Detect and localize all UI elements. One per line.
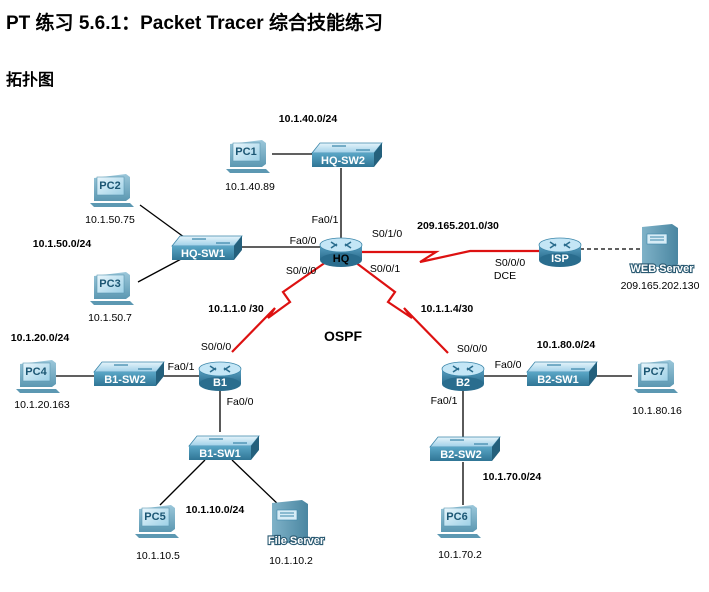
device-labels: HQ ISP B1 B2 HQ-SW2 HQ-SW1 B1-SW2 B1-SW1… [25,146,695,548]
pc6-icon[interactable] [437,505,481,538]
pc1-name: PC1 [235,146,256,158]
pc7-ip: 10.1.80.16 [632,405,682,417]
pc7-icon[interactable] [634,360,678,393]
hq-sw1-label: HQ-SW1 [181,248,225,260]
if-b1-fa00: Fa0/0 [227,396,254,408]
pc1-ip: 10.1.40.89 [225,181,275,193]
pc2-ip: 10.1.50.75 [85,214,135,226]
if-b1-fa01: Fa0/1 [168,361,195,373]
if-hq-s001: S0/0/1 [370,263,401,275]
if-hq-s000: S0/0/0 [286,265,317,277]
pc5-name: PC5 [144,511,165,523]
if-isp-dce: DCE [494,270,516,282]
if-isp-s000: S0/0/0 [495,257,526,269]
web-server-name: WEB Server [631,263,695,275]
net-lan-b2-sw1: 10.1.80.0/24 [537,339,596,351]
hq-sw2-label: HQ-SW2 [321,155,365,167]
pc5-icon[interactable] [135,505,179,538]
pc4-ip: 10.1.20.163 [14,399,70,411]
if-b2-s000: S0/0/0 [457,343,488,355]
link-b1sw1-pc5 [159,459,206,506]
switch-hq-sw1[interactable] [171,235,243,260]
ethernet-links [55,153,640,509]
file-server-icon[interactable] [272,500,308,544]
b2-sw2-label: B2-SW2 [440,449,482,461]
ospf-label: OSPF [324,328,363,344]
section-heading: 拓扑图 [6,70,55,89]
pc2-icon[interactable] [90,174,134,207]
if-hq-fa00: Fa0/0 [290,235,317,247]
pc3-icon[interactable] [90,272,134,305]
link-pc3-hqsw1 [137,257,184,283]
web-server-icon[interactable] [642,224,678,268]
link-b1sw1-fileserver [231,459,283,509]
if-hq-s010: S0/1/0 [372,228,403,240]
web-server-ip: 209.165.202.130 [621,280,700,292]
if-b2-fa00: Fa0/0 [495,359,522,371]
pc4-icon[interactable] [16,360,60,393]
switch-b1-sw2[interactable] [93,361,165,386]
serial-links [231,249,545,354]
router-isp[interactable] [538,237,582,267]
if-hq-fa01: Fa0/1 [312,214,339,226]
switch-b2-sw1[interactable] [526,361,598,386]
net-lan-b2-sw2: 10.1.70.0/24 [483,471,542,483]
serial-hq-isp [360,249,545,264]
pc3-ip: 10.1.50.7 [88,312,132,324]
switch-b2-sw2[interactable] [429,436,501,461]
serial-hq-b1 [231,261,327,353]
page-title: PT 练习 5.6.1：Packet Tracer 综合技能练习 [6,13,383,34]
pc6-ip: 10.1.70.2 [438,549,482,561]
router-hq[interactable] [319,237,363,267]
pc1-icon[interactable] [226,140,270,173]
b1-sw2-label: B1-SW2 [104,374,146,386]
isp-label: ISP [551,253,569,265]
pc5-ip: 10.1.10.5 [136,550,180,562]
pc6-name: PC6 [446,511,467,523]
net-hq-b1: 10.1.1.0 /30 [208,303,264,315]
file-server-ip: 10.1.10.2 [269,555,313,567]
if-b2-fa01: Fa0/1 [431,395,458,407]
pc4-name: PC4 [25,366,47,378]
pc7-name: PC7 [643,366,664,378]
switch-b1-sw1[interactable] [188,435,260,460]
pc2-name: PC2 [99,180,120,192]
hq-label: HQ [333,253,350,265]
switch-hq-sw2[interactable] [311,142,383,167]
b2-label: B2 [456,377,470,389]
interface-labels: Fa0/1 Fa0/0 S0/1/0 S0/0/0 S0/0/1 S0/0/0 … [168,214,526,408]
router-b2[interactable] [441,361,485,391]
network-labels: 10.1.40.0/24 10.1.50.0/24 209.165.201.0/… [11,113,596,516]
b1-sw1-label: B1-SW1 [199,448,241,460]
net-lan-b1-sw1: 10.1.10.0/24 [186,504,245,516]
b2-sw1-label: B2-SW1 [537,374,579,386]
b1-label: B1 [213,377,227,389]
link-pc2-hqsw1 [139,204,189,241]
file-server-name: File Server [268,535,325,547]
ip-labels: 10.1.40.89 10.1.50.75 10.1.50.7 10.1.20.… [14,181,699,567]
net-lan-hq-sw1: 10.1.50.0/24 [33,238,92,250]
pc3-name: PC3 [99,278,120,290]
serial-hq-b2 [354,261,449,354]
router-b1[interactable] [198,361,242,391]
net-lan-pc1: 10.1.40.0/24 [279,113,338,125]
net-isp-link: 209.165.201.0/30 [417,220,499,232]
net-lan-b1-sw2: 10.1.20.0/24 [11,332,70,344]
if-b1-s000: S0/0/0 [201,341,232,353]
net-hq-b2: 10.1.1.4/30 [421,303,474,315]
